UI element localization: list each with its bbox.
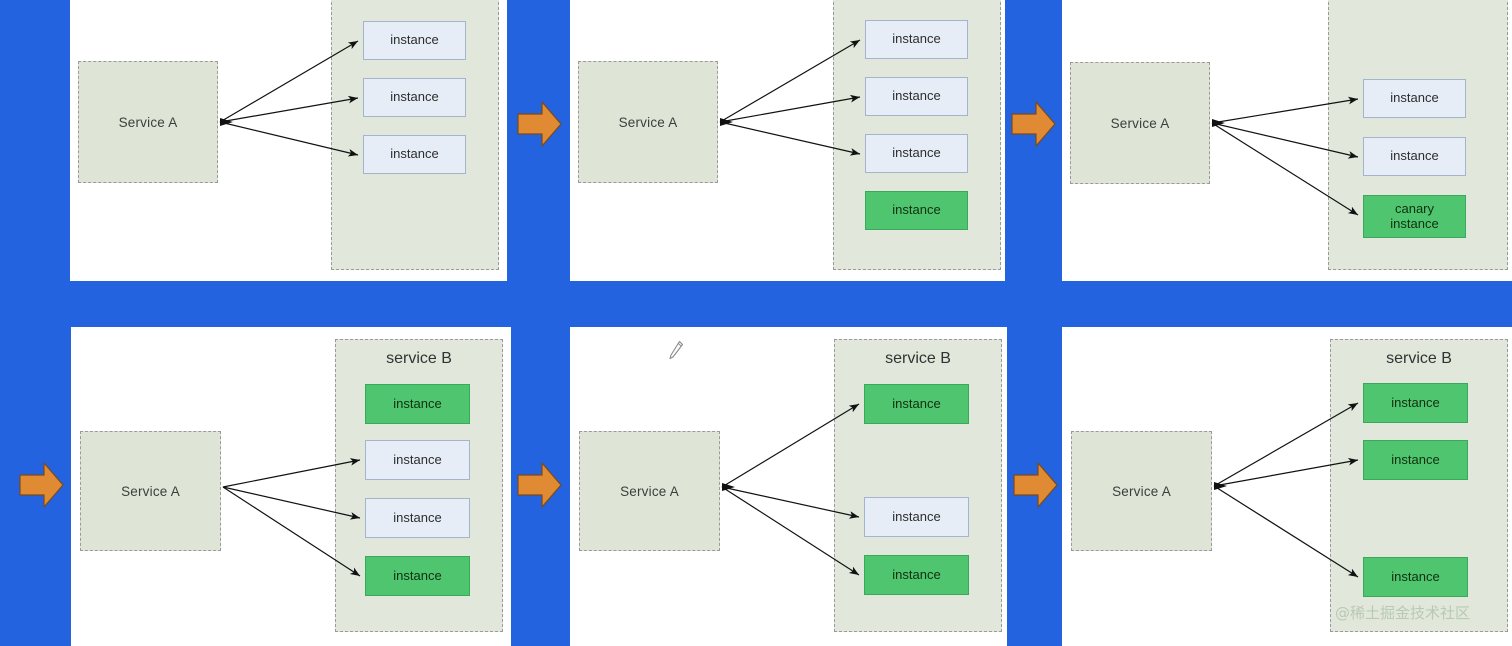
instance-chip[interactable]: instance <box>365 556 470 596</box>
instance-chip[interactable]: instance <box>864 555 969 595</box>
step-arrow-2 <box>1010 98 1057 150</box>
instance-chip[interactable]: instance <box>365 384 470 424</box>
instance-chip[interactable]: instance <box>363 78 466 117</box>
panel-1: Service A instance instance instance <box>70 0 507 281</box>
instance-label: instance <box>393 509 442 525</box>
instance-label: instance <box>390 89 439 105</box>
instance-label: instance <box>892 145 941 161</box>
instance-chip[interactable]: instance <box>864 384 969 424</box>
service-a-label: Service A <box>118 114 178 130</box>
step-arrow-1 <box>516 98 563 150</box>
service-b-title: service B <box>1386 350 1452 367</box>
panel-6: Service A service B instance instance in… <box>1062 327 1512 646</box>
instance-label: instance <box>1391 394 1440 410</box>
panel-3: Service A instance instance canary insta… <box>1062 0 1512 281</box>
instance-chip[interactable]: instance <box>1363 440 1468 480</box>
instance-label: instance <box>1391 568 1440 584</box>
instance-label: instance <box>393 395 442 411</box>
instance-chip[interactable]: instance <box>1363 137 1466 176</box>
service-a-label: Service A <box>1110 115 1170 131</box>
instance-label: instance <box>1391 451 1440 467</box>
service-a-box: Service A <box>80 431 221 551</box>
service-a-label: Service A <box>620 483 679 499</box>
step-arrow-3 <box>18 459 65 511</box>
instance-chip[interactable]: instance <box>365 498 470 538</box>
instance-label: instance <box>1390 148 1439 164</box>
instance-label: instance <box>892 88 941 104</box>
instance-label: instance <box>393 451 442 467</box>
instance-label: instance <box>892 202 941 218</box>
instance-label: instance <box>390 146 439 162</box>
panel-5: Service A service B instance instance in… <box>570 327 1007 646</box>
instance-chip[interactable]: instance <box>365 440 470 480</box>
instance-label: instance <box>390 32 439 48</box>
service-a-box: Service A <box>1071 431 1212 551</box>
instance-label: instance <box>892 508 941 524</box>
service-a-label: Service A <box>618 114 678 130</box>
instance-label: instance <box>393 567 442 583</box>
instance-chip-new[interactable]: instance <box>865 191 968 230</box>
canary-label-line1: canary <box>1394 200 1435 216</box>
canary-instance-chip[interactable]: canary instance <box>1363 195 1466 238</box>
instance-chip[interactable]: instance <box>363 21 466 60</box>
instance-chip[interactable]: instance <box>864 497 969 537</box>
service-a-label: Service A <box>121 483 180 499</box>
instance-label: instance <box>892 395 941 411</box>
pencil-cursor-icon <box>666 339 686 365</box>
instance-label: instance <box>892 31 941 47</box>
service-a-box: Service A <box>78 61 218 183</box>
step-arrow-5 <box>1012 459 1059 511</box>
canary-label-line2: instance <box>1390 215 1439 231</box>
watermark: @稀土掘金技术社区 <box>1335 604 1471 622</box>
service-b-title: service B <box>386 350 452 367</box>
instance-chip[interactable]: instance <box>1363 383 1468 423</box>
instance-label: instance <box>892 566 941 582</box>
service-b-title: service B <box>885 350 951 367</box>
service-a-box: Service A <box>579 431 720 551</box>
step-arrow-4 <box>516 459 563 511</box>
service-a-box: Service A <box>578 61 718 183</box>
panel-2: Service A instance instance instance ins… <box>570 0 1005 281</box>
service-a-box: Service A <box>1070 62 1210 184</box>
instance-chip[interactable]: instance <box>1363 79 1466 118</box>
instance-label: instance <box>1390 90 1439 106</box>
instance-chip[interactable]: instance <box>363 135 466 174</box>
instance-chip[interactable]: instance <box>1363 557 1468 597</box>
service-a-label: Service A <box>1112 483 1171 499</box>
instance-chip[interactable]: instance <box>865 77 968 116</box>
panel-4: Service A service B instance instance in… <box>71 327 511 646</box>
instance-chip[interactable]: instance <box>865 20 968 59</box>
instance-chip[interactable]: instance <box>865 134 968 173</box>
